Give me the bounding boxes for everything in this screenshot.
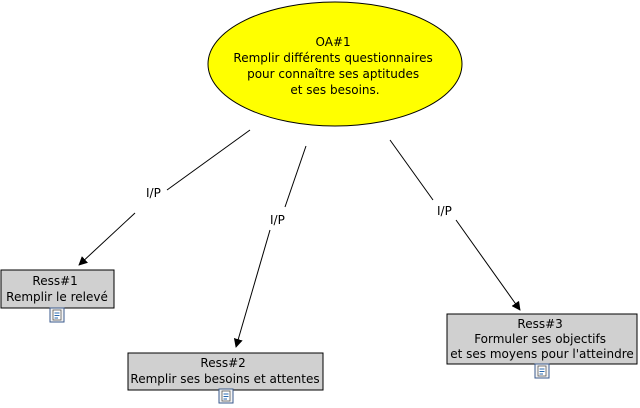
svg-text:Ress#1 Remplir le relevé: Ress#1 Remplir le relevé <box>6 274 108 304</box>
svg-text:Ress#3 Formuler ses obje: Ress#3 Formuler ses objectifs et ses moy… <box>450 317 634 361</box>
resource-3-label: Formuler ses objectifs <box>474 332 606 346</box>
resource-3-label: et ses moyens pour l'atteindre <box>450 347 634 361</box>
main-node-line: et ses besoins. <box>290 83 379 97</box>
document-icon[interactable] <box>534 363 550 379</box>
document-icon[interactable] <box>49 307 65 323</box>
main-node-line: OA#1 <box>316 35 351 49</box>
resource-3-title: Ress#3 <box>517 317 562 331</box>
resource-2-label: Remplir ses besoins et attentes <box>130 372 319 386</box>
svg-text:OA#1 Remplir différents: OA#1 Remplir différents questionnaires p… <box>233 35 436 97</box>
main-node-line: pour connaître ses aptitudes <box>247 67 419 81</box>
connector-3: I/P <box>389 139 521 311</box>
link-label-1: I/P <box>146 186 161 200</box>
resource-node-3[interactable]: Ress#3 Formuler ses objectifs et ses moy… <box>446 313 638 365</box>
link-label-3: I/P <box>437 204 452 218</box>
link-label-2: I/P <box>270 213 285 227</box>
resource-node-2[interactable]: Ress#2 Remplir ses besoins et attentes <box>127 352 324 391</box>
resource-2-title: Ress#2 <box>200 356 245 370</box>
resource-node-1[interactable]: Ress#1 Remplir le relevé <box>0 269 115 309</box>
main-node-line: Remplir différents questionnaires <box>233 51 432 65</box>
resource-1-title: Ress#1 <box>32 274 77 288</box>
main-concept-node[interactable]: OA#1 Remplir différents questionnaires p… <box>207 1 463 127</box>
document-icon[interactable] <box>218 388 234 404</box>
resource-1-label: Remplir le relevé <box>6 290 108 304</box>
connector-2: I/P <box>233 145 307 348</box>
connector-1: I/P <box>78 129 251 266</box>
svg-text:Ress#2 Remplir ses besoi: Ress#2 Remplir ses besoins et attentes <box>130 356 319 386</box>
